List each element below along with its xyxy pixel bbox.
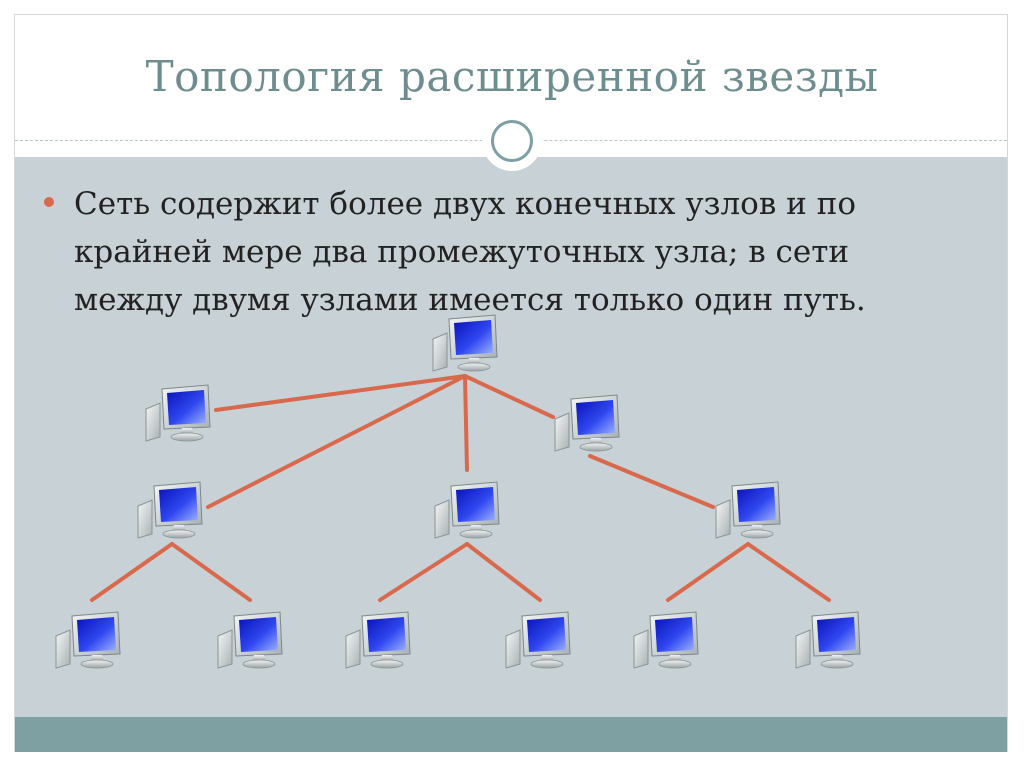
computer-icon [505, 611, 571, 669]
network-nodes [55, 314, 861, 669]
link [588, 454, 715, 509]
link [746, 542, 831, 602]
computer-icon [55, 611, 121, 669]
slide-title: Топология расширенной звезды [145, 52, 879, 101]
link [465, 542, 542, 602]
computer-icon [715, 481, 781, 539]
link [170, 542, 252, 602]
footer-band [15, 717, 1007, 752]
computer-icon [345, 611, 411, 669]
computer-icon [633, 611, 699, 669]
link [378, 542, 469, 602]
link [214, 374, 467, 412]
link [206, 374, 467, 509]
link [90, 542, 174, 602]
network-links [90, 374, 831, 602]
ring-icon [482, 111, 542, 171]
computer-icon [217, 611, 283, 669]
computer-icon [145, 384, 211, 442]
bullet-text: Сеть содержит более двух конечных узлов … [74, 186, 866, 318]
computer-icon [554, 394, 620, 452]
computer-icon [434, 481, 500, 539]
bullet-dot [44, 197, 54, 207]
link [666, 542, 750, 602]
link [463, 374, 469, 472]
computer-icon [137, 481, 203, 539]
computer-icon [432, 314, 498, 372]
link [463, 374, 555, 419]
computer-icon [795, 611, 861, 669]
